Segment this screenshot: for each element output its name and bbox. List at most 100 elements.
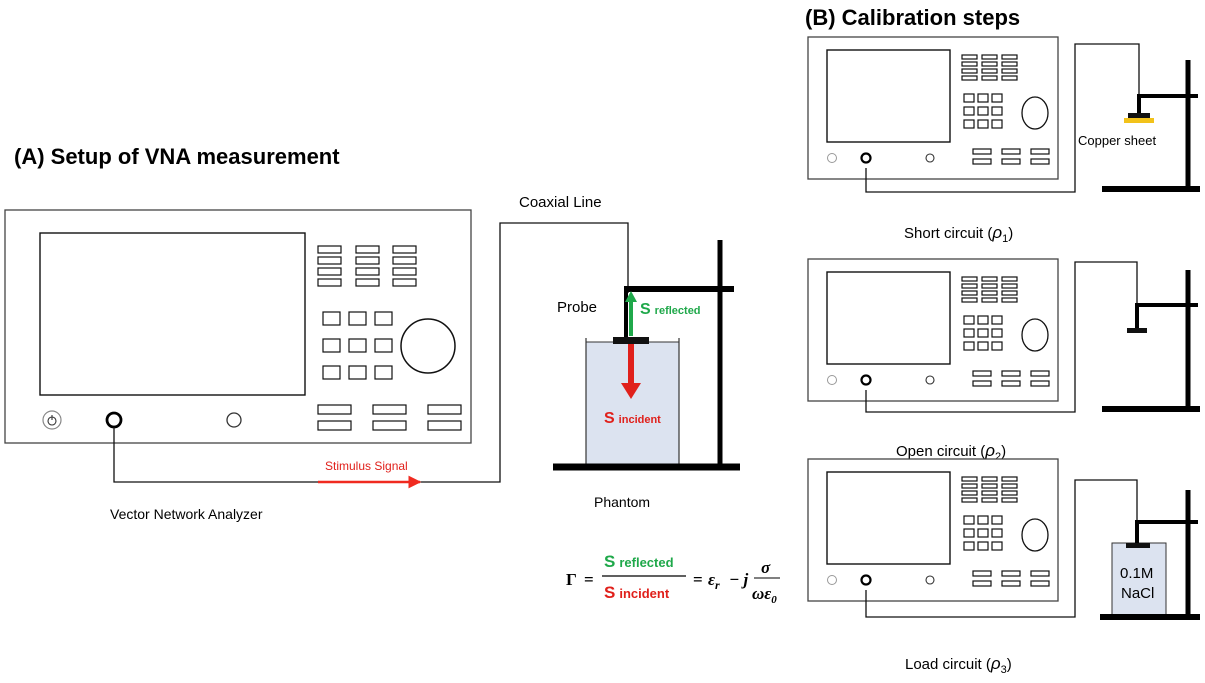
vna-open (807, 258, 1059, 402)
vna-short (807, 36, 1059, 180)
mini-keypad-key (977, 341, 989, 351)
knob-icon (400, 318, 456, 374)
mini-function-key (981, 497, 998, 503)
keypad-key (374, 338, 393, 353)
equals-sign-2: = (693, 570, 703, 589)
mini-bottom-key (1030, 580, 1050, 587)
mini-function-key (981, 476, 998, 482)
mini-keypad-key (963, 515, 975, 525)
power-icon (827, 575, 837, 585)
function-key (317, 256, 342, 265)
bottom-key (317, 420, 352, 431)
eq-sigma: σ (761, 558, 771, 577)
vna-load (807, 458, 1059, 602)
mini-function-key (1001, 75, 1018, 81)
function-key (355, 245, 380, 254)
mini-function-key (961, 276, 978, 282)
vna-screen (39, 232, 306, 396)
mini-function-key (981, 61, 998, 67)
keypad-key (374, 365, 393, 380)
mini-vna-screen (826, 471, 951, 565)
mini-function-key (961, 54, 978, 60)
probe-label: Probe (557, 299, 597, 316)
mini-function-key (961, 497, 978, 503)
mini-bottom-key (1030, 158, 1050, 165)
function-key (392, 267, 417, 276)
knob-icon (1021, 518, 1049, 552)
mini-bottom-key (972, 380, 992, 387)
mini-bottom-key (972, 570, 992, 577)
bottom-key (372, 420, 407, 431)
mini-function-key (981, 283, 998, 289)
function-key (355, 256, 380, 265)
mini-keypad-key (991, 93, 1003, 103)
eq-omega: ωε0 (752, 584, 777, 606)
mini-keypad-key (991, 315, 1003, 325)
mini-function-key (961, 290, 978, 296)
port-connector-icon (105, 411, 123, 429)
mini-function-key (1001, 68, 1018, 74)
mini-keypad-key (977, 328, 989, 338)
open-circuit-label: Open circuit (ρ2) (896, 441, 1006, 463)
eq-minus-j: − j (729, 570, 749, 589)
mini-keypad-key (977, 515, 989, 525)
mini-keypad-key (963, 93, 975, 103)
mini-bottom-key (1001, 158, 1021, 165)
port-connector-icon (860, 374, 872, 386)
function-key (392, 278, 417, 287)
keypad-key (374, 311, 393, 326)
mini-keypad-key (991, 528, 1003, 538)
knob-icon (925, 375, 935, 385)
nacl-line1: 0.1M (1120, 565, 1153, 582)
vna-key-rows (317, 245, 417, 287)
port-connector-icon (860, 152, 872, 164)
mini-keypad-key (991, 341, 1003, 351)
mini-function-key (961, 483, 978, 489)
mini-keypad-key (963, 541, 975, 551)
copper-sheet (1124, 118, 1154, 123)
mini-keypad-key (963, 528, 975, 538)
mini-keypad-key (991, 106, 1003, 116)
phantom-label: Phantom (594, 494, 650, 510)
knob-icon (1021, 96, 1049, 130)
mini-bottom-key (972, 158, 992, 165)
mini-function-key (1001, 497, 1018, 503)
mini-bottom-key (1030, 148, 1050, 155)
coax-label: Coaxial Line (519, 194, 602, 211)
mini-keypad-key (991, 541, 1003, 551)
mini-keypad-key (991, 515, 1003, 525)
mini-function-key (1001, 490, 1018, 496)
open-cable (865, 261, 1138, 413)
mini-function-key (1001, 483, 1018, 489)
mini-keypad-key (963, 315, 975, 325)
bottom-key (427, 420, 462, 431)
mini-function-key (1001, 283, 1018, 289)
load-cable (865, 479, 1138, 618)
mini-bottom-key (1001, 580, 1021, 587)
nacl-container (1111, 542, 1167, 616)
mini-function-key (961, 283, 978, 289)
knob-icon (925, 153, 935, 163)
mini-bottom-key (972, 580, 992, 587)
mini-function-key (1001, 476, 1018, 482)
short-cable (865, 43, 1140, 193)
mini-keypad-key (991, 119, 1003, 129)
short-circuit-label: Short circuit (ρ1) (904, 223, 1013, 245)
eq-epsilon-r: εr (708, 570, 720, 592)
mini-function-key (981, 290, 998, 296)
function-key (392, 256, 417, 265)
keypad-key (348, 338, 367, 353)
copper-label: Copper sheet (1078, 133, 1156, 148)
vna-label: Vector Network Analyzer (110, 506, 263, 522)
mini-function-key (981, 297, 998, 303)
knob-icon (1021, 318, 1049, 352)
mini-function-key (981, 54, 998, 60)
power-icon (42, 410, 62, 430)
vector-network-analyzer (4, 209, 472, 444)
gamma-symbol: Γ (566, 570, 577, 589)
